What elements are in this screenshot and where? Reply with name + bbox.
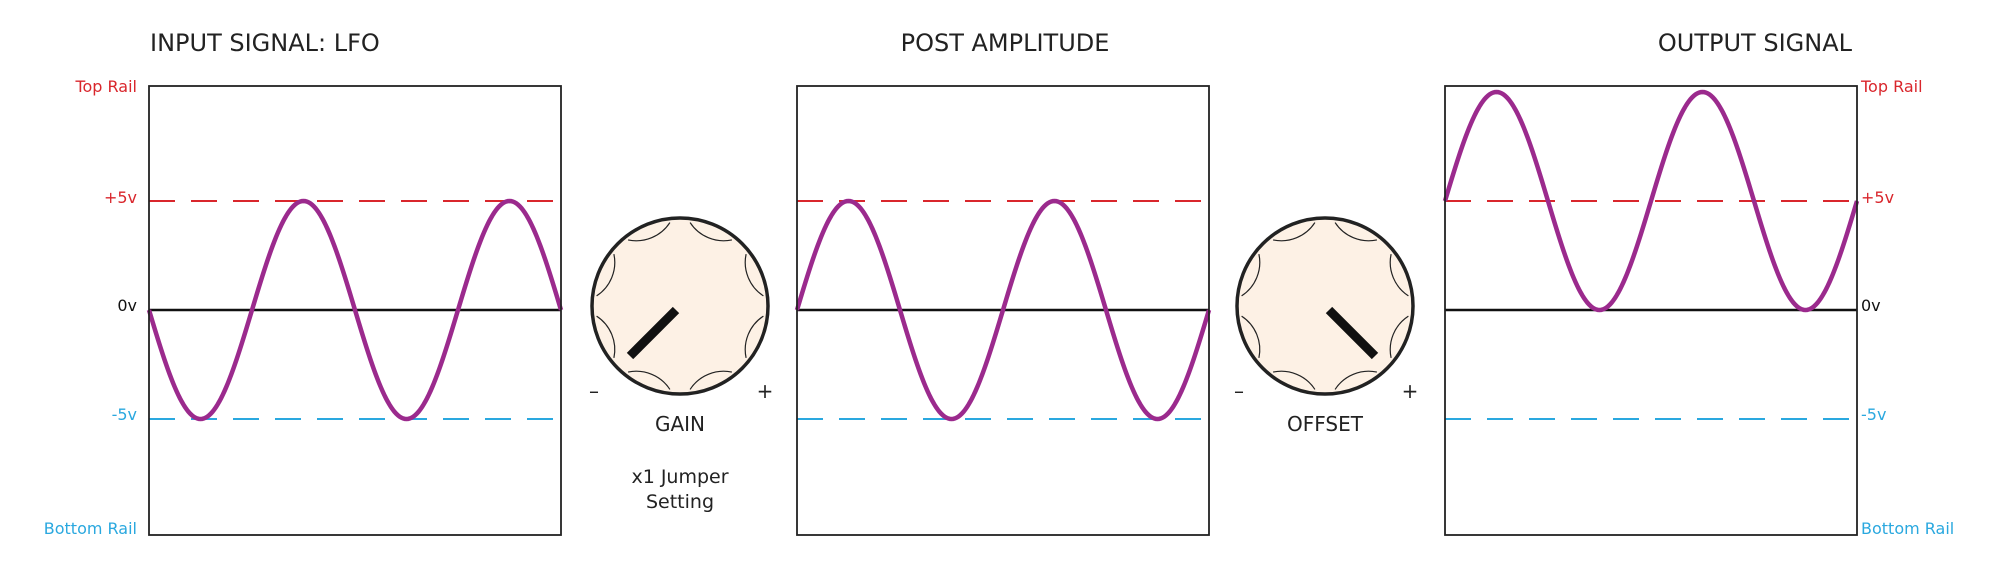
gain-knob-grip bbox=[596, 222, 764, 390]
bottom-rail-label-right: Bottom Rail bbox=[1861, 519, 1954, 538]
knob-grip-scallop bbox=[1334, 222, 1378, 242]
input-signal-plot bbox=[146, 85, 564, 536]
output-waveform bbox=[1442, 89, 1860, 313]
knob-grip-scallop bbox=[1272, 370, 1316, 390]
knob-grip-scallop bbox=[744, 315, 764, 359]
post-amplitude-plot-frame bbox=[796, 85, 1210, 536]
zero-volt-label-left: 0v bbox=[117, 296, 137, 315]
knob-grip-scallop bbox=[596, 253, 616, 297]
post-amplitude-panel-title: POST AMPLITUDE bbox=[901, 29, 1110, 57]
gain-knob[interactable] bbox=[590, 216, 770, 396]
knob-grip-scallop bbox=[1389, 315, 1409, 359]
input-panel-title: INPUT SIGNAL: LFO bbox=[150, 29, 380, 57]
knob-grip-scallop bbox=[744, 253, 764, 297]
output-plot-frame bbox=[1444, 85, 1858, 536]
offset-plus-label: + bbox=[1402, 379, 1419, 403]
output-panel-title: OUTPUT SIGNAL bbox=[1658, 29, 1853, 57]
input-waveform bbox=[146, 198, 564, 422]
knob-grip-scallop bbox=[627, 222, 671, 242]
offset-knob-label: OFFSET bbox=[1287, 412, 1364, 436]
gain-knob-body[interactable] bbox=[590, 216, 770, 396]
knob-grip-scallop bbox=[1241, 253, 1261, 297]
knob-grip-scallop bbox=[596, 315, 616, 359]
post-amplitude-plot bbox=[794, 85, 1212, 536]
plus5v-label-right: +5v bbox=[1861, 188, 1894, 207]
offset-knob-body[interactable] bbox=[1235, 216, 1415, 396]
knob-grip-scallop bbox=[1241, 315, 1261, 359]
gain-knob-pointer bbox=[626, 306, 680, 360]
offset-knob-grip bbox=[1241, 222, 1409, 390]
knob-grip-scallop bbox=[627, 370, 671, 390]
offset-knob-pointer bbox=[1325, 306, 1379, 360]
jumper-note-line1: x1 Jumper bbox=[631, 466, 728, 488]
zero-volt-label-right: 0v bbox=[1861, 296, 1881, 315]
gain-minus-label: – bbox=[589, 379, 599, 403]
minus5v-label-right: -5v bbox=[1861, 405, 1886, 424]
gain-plus-label: + bbox=[757, 379, 774, 403]
knob-grip-scallop bbox=[1334, 370, 1378, 390]
knob-grip-scallop bbox=[1272, 222, 1316, 242]
gain-knob-label: GAIN bbox=[655, 412, 705, 436]
knob-grip-scallop bbox=[689, 370, 733, 390]
bottom-rail-label-left: Bottom Rail bbox=[44, 519, 137, 538]
top-rail-label-left: Top Rail bbox=[74, 77, 137, 96]
minus5v-label-left: -5v bbox=[112, 405, 137, 424]
post-amplitude-waveform bbox=[794, 198, 1212, 422]
plus5v-label-left: +5v bbox=[104, 188, 137, 207]
offset-minus-label: – bbox=[1234, 379, 1244, 403]
jumper-note-line2: Setting bbox=[646, 491, 714, 513]
top-rail-label-right: Top Rail bbox=[1860, 77, 1923, 96]
output-signal-plot bbox=[1442, 85, 1860, 536]
knob-grip-scallop bbox=[1389, 253, 1409, 297]
knob-grip-scallop bbox=[689, 222, 733, 242]
input-plot-frame bbox=[148, 85, 562, 536]
offset-knob[interactable] bbox=[1235, 216, 1415, 396]
